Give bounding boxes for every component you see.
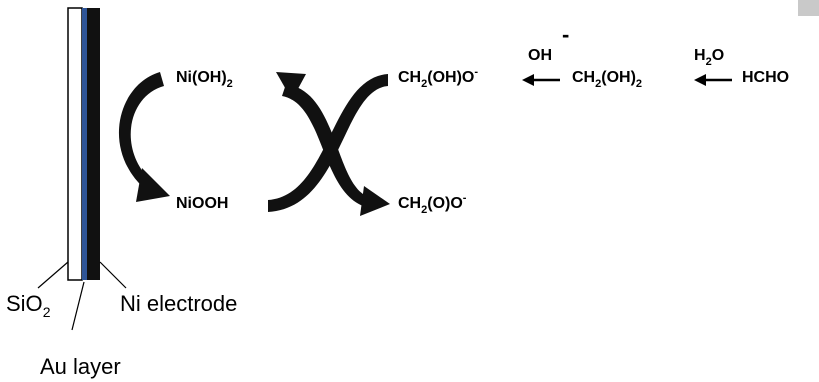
- sio2-label: SiO2: [6, 291, 51, 320]
- ch2oho-label: CH2(OH)O-: [398, 66, 478, 90]
- au-layer-label: Au layer: [40, 354, 121, 379]
- electrode-stack: [67, 7, 100, 281]
- ni-leader: [99, 261, 127, 289]
- oh-reagent-label: OH: [528, 47, 552, 64]
- ch2oh2-label: CH2(OH)2: [572, 69, 642, 90]
- h2o-reagent-label: H2O: [694, 47, 724, 68]
- nioh2-label: Ni(OH)2: [176, 69, 233, 90]
- arrow-h2o: [694, 74, 732, 86]
- au-leader: [71, 281, 85, 331]
- sio2-leader: [37, 261, 69, 289]
- ni-layer: [87, 8, 100, 280]
- ch2oo-label: CH2(O)O-: [398, 192, 467, 216]
- ni-electrode-label: Ni electrode: [120, 291, 237, 316]
- arrow-oh: [522, 74, 560, 86]
- oxidation-arrow: [118, 72, 170, 202]
- corner-mark: [798, 0, 819, 16]
- regeneration-arrow: [268, 72, 390, 216]
- niooh-label: NiOOH: [176, 195, 228, 212]
- hcho-label: HCHO: [742, 69, 789, 86]
- oh-charge-label: -: [562, 22, 569, 47]
- au-layer: [82, 8, 87, 280]
- sio2-layer: [67, 7, 83, 281]
